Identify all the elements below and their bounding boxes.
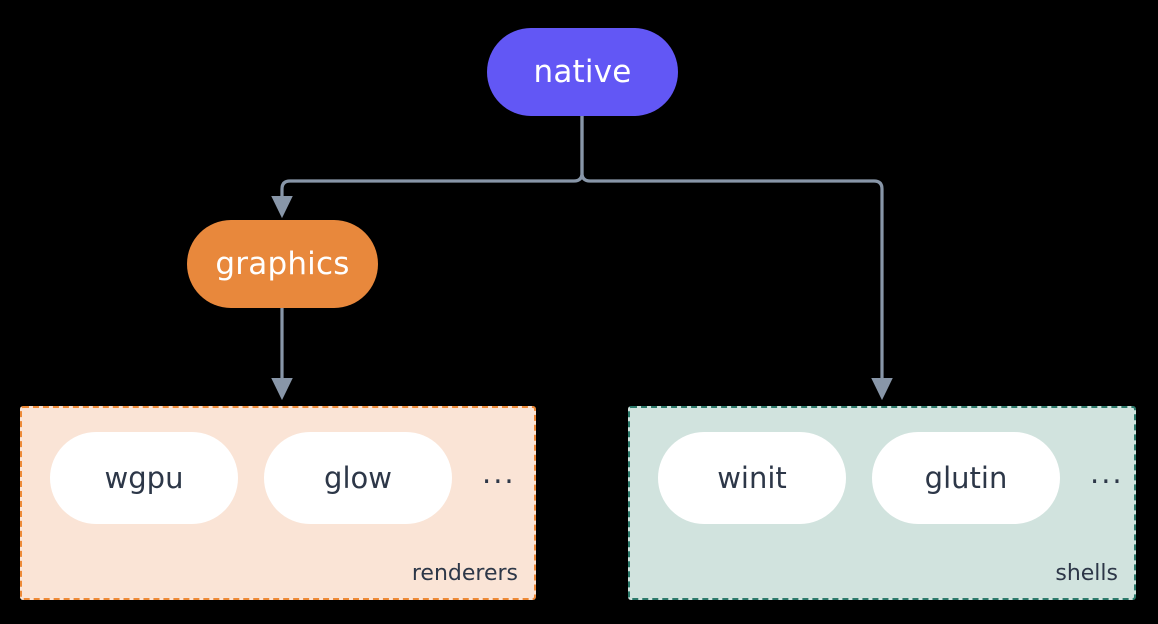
pill-glow-label: glow (324, 461, 392, 495)
node-native-label: native (533, 54, 632, 90)
node-native[interactable]: native (487, 28, 678, 116)
group-shells-items: winit glutin ... (658, 432, 1124, 524)
shells-overflow-ellipsis: ... (1090, 456, 1124, 490)
pill-winit-label: winit (717, 461, 787, 495)
node-graphics[interactable]: graphics (187, 220, 378, 308)
pill-glutin[interactable]: glutin (872, 432, 1060, 524)
group-shells-label: shells (1055, 561, 1118, 586)
node-graphics-label: graphics (215, 246, 350, 282)
group-renderers: wgpu glow ... renderers (20, 406, 536, 600)
pill-winit[interactable]: winit (658, 432, 846, 524)
pill-wgpu-label: wgpu (104, 461, 184, 495)
pill-wgpu[interactable]: wgpu (50, 432, 238, 524)
pill-glutin-label: glutin (924, 461, 1008, 495)
pill-glow[interactable]: glow (264, 432, 452, 524)
group-renderers-label: renderers (411, 561, 518, 586)
edge-native-to-shells (580, 114, 893, 401)
group-shells: winit glutin ... shells (628, 406, 1136, 600)
renderers-overflow-ellipsis: ... (482, 456, 516, 490)
edge-native-to-graphics (271, 114, 584, 219)
group-renderers-items: wgpu glow ... (50, 432, 516, 524)
